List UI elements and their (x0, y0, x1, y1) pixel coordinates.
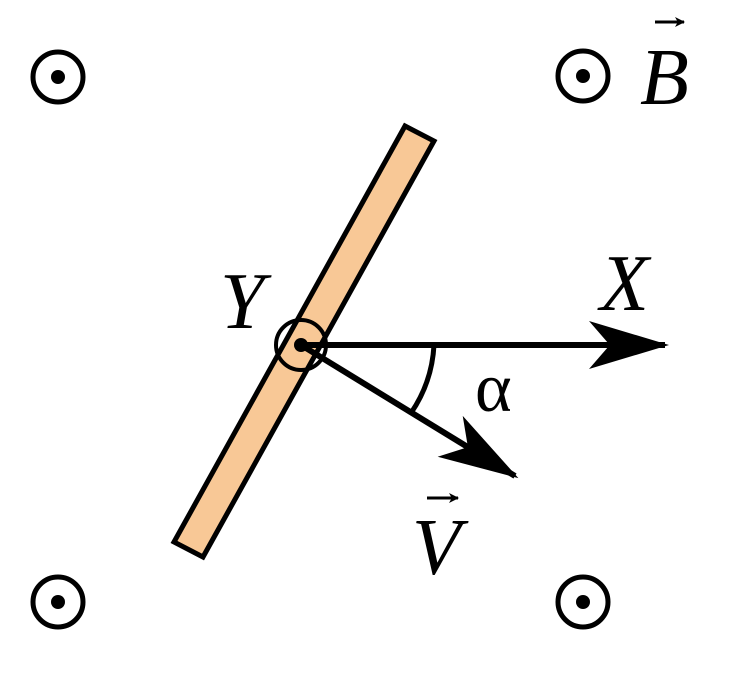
field-symbol-top-right (555, 48, 611, 104)
field-label-group: B (640, 17, 689, 122)
pivot-dot (294, 338, 308, 352)
field-label: B (640, 34, 689, 122)
dot-in-circle-icon (555, 48, 611, 104)
angle-label: α (475, 350, 512, 427)
dot-in-circle-icon (30, 49, 86, 105)
angle-arc (408, 344, 437, 415)
dot-in-circle-icon (30, 574, 86, 630)
field-symbol-bottom-left (30, 574, 86, 630)
field-dot (576, 595, 590, 609)
y-axis-label: Y (220, 258, 272, 346)
field-dot (576, 69, 590, 83)
field-symbol-top-left (30, 49, 86, 105)
velocity-arrow (299, 342, 519, 479)
pivot-circle (274, 318, 328, 372)
field-dot (51, 70, 65, 84)
field-symbol-bottom-right (555, 574, 611, 630)
field-dot (51, 595, 65, 609)
x-axis-label: X (597, 240, 652, 328)
pivot-axis (274, 318, 328, 372)
velocity-label: V (412, 504, 469, 592)
dot-in-circle-icon (555, 574, 611, 630)
velocity-label-group: V (412, 493, 469, 592)
